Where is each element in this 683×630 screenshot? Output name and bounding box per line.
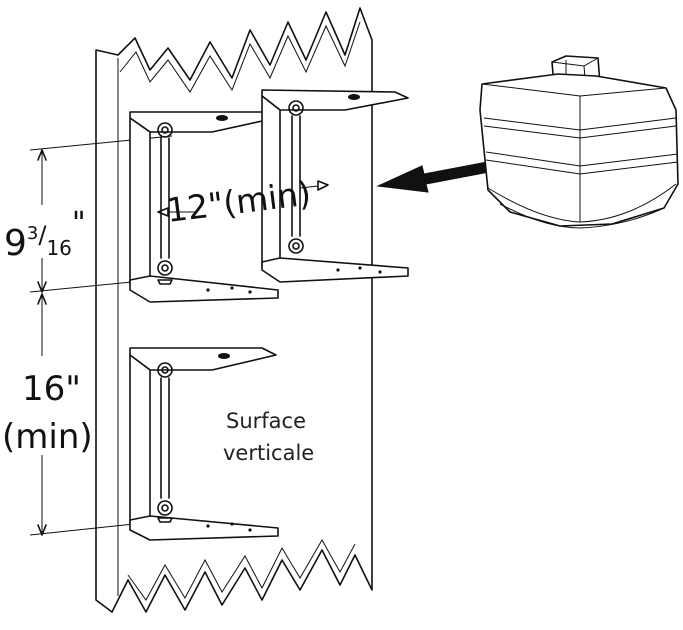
dim-vertical-min-qualifier: (min) bbox=[2, 417, 93, 457]
arrow-up-icon bbox=[37, 149, 47, 161]
dim-spacing-numerator: 3 bbox=[27, 223, 38, 244]
arrow-right-icon bbox=[317, 180, 329, 191]
arrow-down-icon bbox=[37, 281, 47, 293]
width-dimension bbox=[157, 180, 329, 217]
bracket-bottom-left bbox=[129, 347, 279, 541]
arrow-left-icon bbox=[157, 207, 169, 217]
surface-label-line2: verticale bbox=[223, 441, 314, 465]
vertical-surface bbox=[95, 7, 373, 613]
dim-vertical-min-value: 16" bbox=[22, 369, 81, 409]
dim-spacing-whole: 9 bbox=[4, 223, 27, 264]
dim-spacing-label: 93/16" bbox=[4, 206, 86, 264]
speaker-device-icon bbox=[479, 55, 679, 229]
arrow-up-icon bbox=[37, 293, 47, 305]
dim-spacing-unit: " bbox=[72, 206, 86, 241]
dim-spacing-denominator: 16 bbox=[46, 236, 71, 260]
bracket-top-right bbox=[261, 89, 409, 283]
arrow-down-icon bbox=[37, 524, 47, 536]
surface-label-line1: Surface bbox=[226, 409, 306, 433]
bracket-top-left bbox=[129, 111, 279, 303]
